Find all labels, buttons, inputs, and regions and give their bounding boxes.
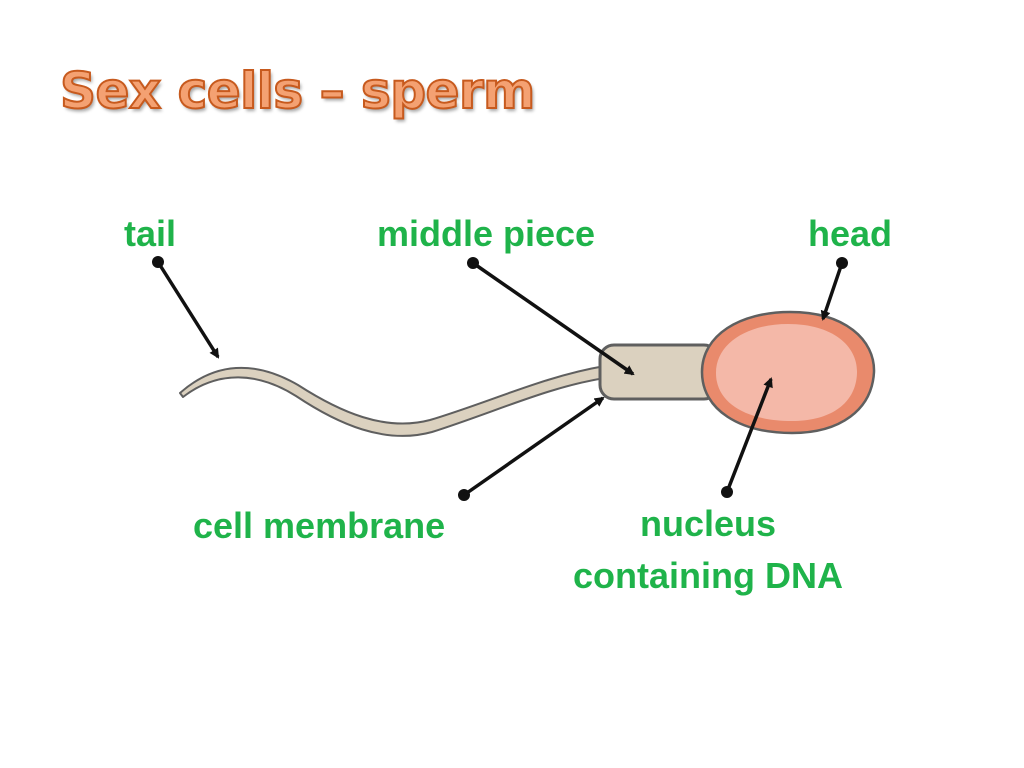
label-middle-piece: middle piece [377, 213, 596, 254]
sperm-tail [179, 365, 606, 437]
label-nucleus: nucleus containing DNA [556, 498, 860, 602]
label-tail: tail [124, 213, 177, 254]
pointer-middle-piece [467, 257, 635, 376]
pointer-nucleus [721, 377, 773, 498]
slide-title: Sex cells – sperm [59, 61, 536, 121]
label-nucleus-line2: containing DNA [573, 555, 843, 596]
pointer-head [820, 257, 848, 321]
label-head: head [808, 213, 893, 254]
sperm-nucleus [716, 324, 858, 421]
label-cell-membrane: cell membrane [193, 505, 446, 546]
sperm-middle-piece [598, 343, 720, 401]
pointer-cell-membrane [458, 396, 605, 501]
label-nucleus-line1: nucleus [639, 503, 777, 544]
pointer-tail [152, 256, 220, 359]
